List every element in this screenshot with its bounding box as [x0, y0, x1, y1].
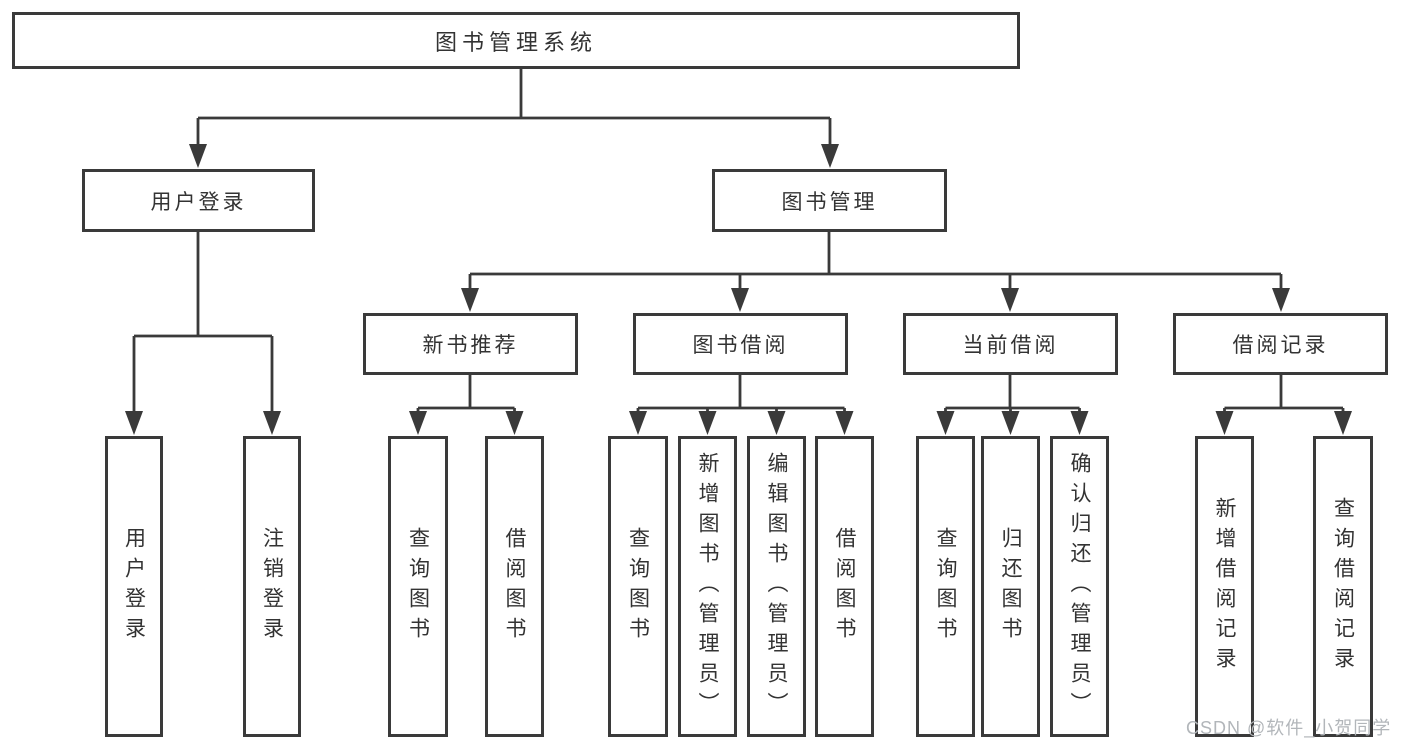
leaf-current-confirm-return: 确认归还（管理员）	[1050, 436, 1109, 737]
connector-current-to-leaves	[944, 375, 1081, 414]
connector-borrow-to-leaves	[636, 375, 846, 414]
leaf-user-login-label: 用户登录	[122, 526, 146, 647]
connector-book-management-to-level3	[468, 232, 1283, 291]
leaf-recommend-query-books: 查询图书	[388, 436, 448, 737]
leaf-logout: 注销登录	[243, 436, 301, 737]
leaf-recommend-query-books-label: 查询图书	[406, 526, 430, 647]
leaf-current-query-books-label: 查询图书	[934, 526, 958, 647]
leaf-current-return-books-label: 归还图书	[999, 526, 1023, 647]
leaf-borrow-add-books: 新增图书（管理员）	[678, 436, 737, 737]
leaf-current-query-books: 查询图书	[916, 436, 975, 737]
leaf-borrow-borrow-books: 借阅图书	[815, 436, 874, 737]
connector-user-login-to-leaves	[132, 232, 274, 414]
leaf-current-confirm-return-label: 确认归还（管理员）	[1068, 451, 1092, 722]
leaf-records-add-record-label: 新增借阅记录	[1213, 496, 1237, 677]
leaf-records-query-record: 查询借阅记录	[1313, 436, 1373, 737]
node-book-borrow: 图书借阅	[633, 313, 848, 375]
connector-recommend-to-leaves	[416, 375, 516, 414]
leaf-current-return-books: 归还图书	[981, 436, 1040, 737]
leaf-borrow-borrow-books-label: 借阅图书	[833, 526, 857, 647]
node-book-management: 图书管理	[712, 169, 947, 232]
leaf-recommend-borrow-books: 借阅图书	[485, 436, 544, 737]
node-new-book-recommend: 新书推荐	[363, 313, 578, 375]
connector-records-to-leaves	[1223, 375, 1345, 414]
leaf-borrow-query-books: 查询图书	[608, 436, 668, 737]
connector-root-to-level2	[196, 68, 832, 146]
leaf-user-login: 用户登录	[105, 436, 163, 737]
node-user-login: 用户登录	[82, 169, 315, 232]
watermark: CSDN @软件_小贺同学	[1186, 718, 1392, 738]
leaf-borrow-edit-books: 编辑图书（管理员）	[747, 436, 806, 737]
node-borrow-records: 借阅记录	[1173, 313, 1388, 375]
node-root: 图书管理系统	[12, 12, 1020, 69]
leaf-logout-label: 注销登录	[260, 526, 284, 647]
leaf-borrow-edit-books-label: 编辑图书（管理员）	[765, 451, 789, 722]
node-current-borrow: 当前借阅	[903, 313, 1118, 375]
leaf-records-add-record: 新增借阅记录	[1195, 436, 1254, 737]
leaf-borrow-add-books-label: 新增图书（管理员）	[696, 451, 720, 722]
leaf-records-query-record-label: 查询借阅记录	[1331, 496, 1355, 677]
leaf-borrow-query-books-label: 查询图书	[626, 526, 650, 647]
leaf-recommend-borrow-books-label: 借阅图书	[503, 526, 527, 647]
